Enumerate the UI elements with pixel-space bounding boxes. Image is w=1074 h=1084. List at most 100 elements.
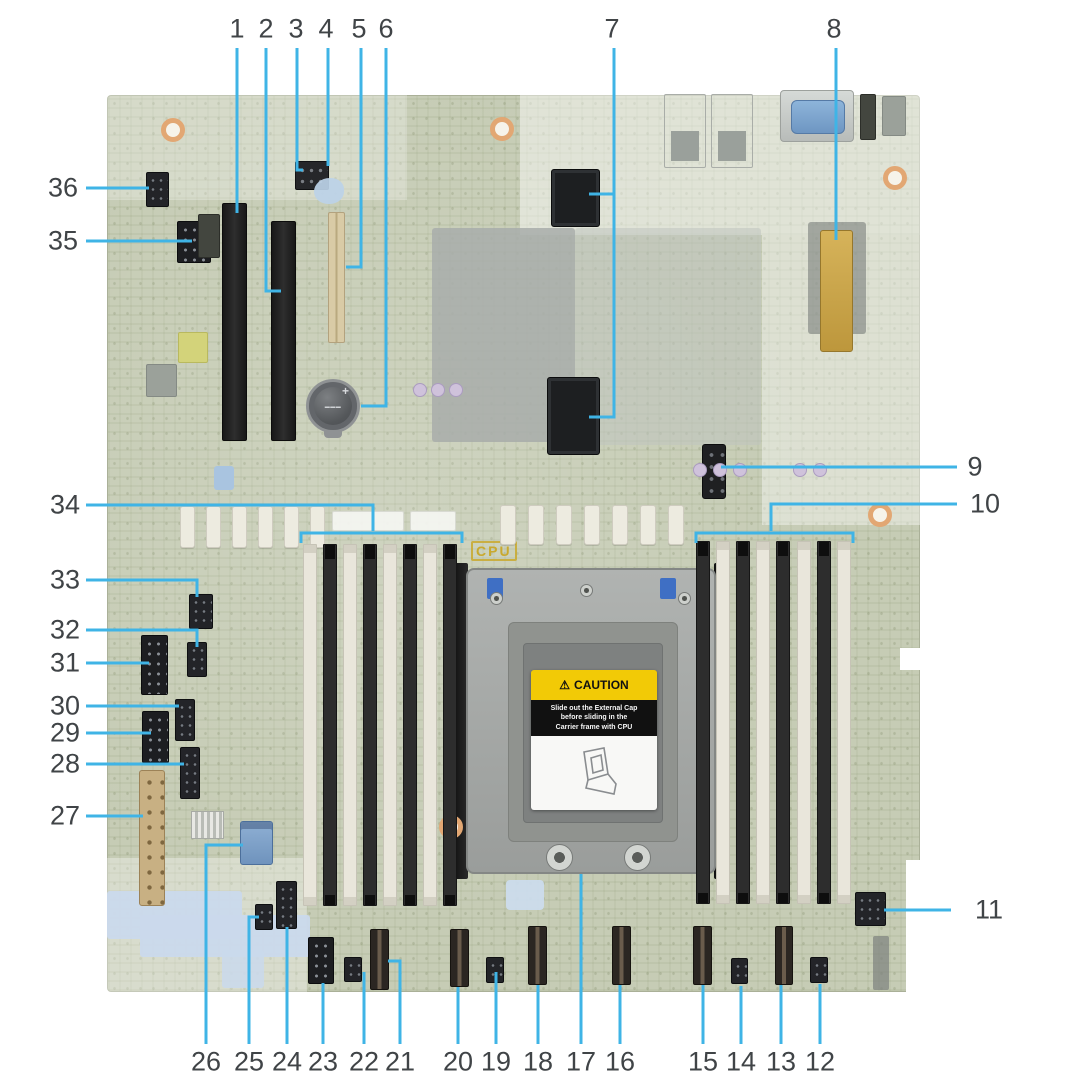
dimm-slot-left-2	[323, 544, 337, 906]
callout-label-36: 36	[47, 172, 79, 203]
connector-33	[189, 594, 213, 629]
battery-clip	[324, 430, 342, 438]
callout-label-2: 2	[258, 13, 274, 44]
pcie-slot-1	[222, 203, 247, 441]
connector-11	[855, 892, 886, 926]
callout-label-12: 12	[804, 1046, 836, 1077]
chip-yellow	[178, 332, 208, 363]
caution-text-line2: before sliding in the	[560, 714, 628, 722]
ethernet-port-1	[664, 94, 706, 168]
callout-label-8: 8	[826, 13, 842, 44]
caution-text-line1: Slide out the External Cap	[550, 704, 638, 712]
dimm-slot-right-5	[776, 541, 790, 904]
callout-label-35: 35	[47, 225, 79, 256]
dimm-slot-left-1	[303, 544, 317, 906]
screw-hole	[868, 503, 892, 527]
callout-label-20: 20	[442, 1046, 474, 1077]
callout-label-15: 15	[687, 1046, 719, 1077]
connector-23	[308, 937, 334, 984]
capacitor	[206, 506, 221, 548]
capacitor	[528, 505, 544, 545]
sata-connector-a	[551, 169, 600, 227]
heatsink-finned	[191, 811, 224, 839]
callout-label-5: 5	[351, 13, 367, 44]
socket-screw	[580, 584, 593, 597]
blue-clip-mid	[214, 466, 234, 490]
service-sticker-1	[332, 511, 404, 531]
connector-28	[180, 747, 200, 799]
connector-16	[612, 926, 631, 985]
connector-20	[450, 929, 469, 987]
rear-io-component-2	[882, 96, 906, 136]
connector-26	[240, 821, 273, 865]
dimm-slot-left-6	[403, 544, 417, 906]
socket-blue-tab-right	[660, 578, 676, 599]
dimm-slot-right-1	[696, 541, 710, 904]
cpu-silkscreen-label: CPU	[471, 541, 517, 561]
vga-connector-blue	[791, 100, 845, 134]
callout-label-26: 26	[190, 1046, 222, 1077]
pcb-guide-bracket-3	[222, 950, 264, 988]
dimm-slot-right-6	[797, 541, 811, 904]
callout-label-6: 6	[378, 13, 394, 44]
blue-cable-clip	[314, 178, 344, 204]
callout-label-22: 22	[348, 1046, 380, 1077]
service-sticker-2	[410, 511, 456, 531]
socket-screw-bottom-left	[546, 844, 573, 871]
connector-24	[276, 881, 297, 929]
connector-13	[775, 926, 793, 985]
callout-label-34: 34	[49, 489, 81, 520]
callout-label-18: 18	[522, 1046, 554, 1077]
connector-21	[370, 929, 389, 990]
riser-connector	[328, 212, 345, 343]
capacitor-round	[733, 463, 747, 477]
dimm-slot-right-4	[756, 541, 770, 904]
capacitor-round	[713, 463, 727, 477]
capacitor	[180, 506, 195, 548]
capacitor-round	[431, 383, 445, 397]
callout-label-30: 30	[49, 690, 81, 721]
capacitor-round	[813, 463, 827, 477]
caution-sketch-area	[531, 736, 657, 810]
screw-hole	[161, 118, 185, 142]
screw-hole	[883, 166, 907, 190]
callout-label-29: 29	[49, 717, 81, 748]
battery-plus-mark: +	[341, 384, 349, 398]
connector-19	[486, 957, 504, 983]
callout-label-16: 16	[604, 1046, 636, 1077]
capacitor-round	[793, 463, 807, 477]
connector-25	[255, 904, 273, 930]
chip-gray	[146, 364, 177, 397]
dimm-slot-left-5	[383, 544, 397, 906]
vga-port	[780, 90, 854, 142]
connector-30	[175, 699, 195, 741]
callout-label-17: 17	[565, 1046, 597, 1077]
callout-label-7: 7	[604, 13, 620, 44]
callout-label-23: 23	[307, 1046, 339, 1077]
callout-label-28: 28	[49, 748, 81, 779]
capacitor-round	[693, 463, 707, 477]
callout-label-21: 21	[384, 1046, 416, 1077]
capacitor-round	[413, 383, 427, 397]
callout-label-19: 19	[480, 1046, 512, 1077]
rear-io-component	[860, 94, 876, 140]
dimm-slot-right-8	[837, 541, 851, 904]
callout-label-14: 14	[725, 1046, 757, 1077]
callout-label-27: 27	[49, 800, 81, 831]
cpu-socket: ⚠ CAUTION Slide out the External Cap bef…	[452, 560, 730, 882]
capacitor	[284, 506, 299, 548]
callout-label-3: 3	[288, 13, 304, 44]
power-connector-p1	[139, 770, 165, 906]
capacitor	[640, 505, 656, 545]
cap-sketch	[583, 747, 617, 795]
callout-label-10: 10	[969, 488, 1001, 519]
callout-label-33: 33	[49, 564, 81, 595]
capacitor	[668, 505, 684, 545]
dimm-slot-left-3	[343, 544, 357, 906]
dimm-slot-left-4	[363, 544, 377, 906]
callout-label-31: 31	[49, 647, 81, 678]
capacitor	[310, 506, 325, 548]
socket-screw	[678, 592, 691, 605]
capacitor-round	[449, 383, 463, 397]
